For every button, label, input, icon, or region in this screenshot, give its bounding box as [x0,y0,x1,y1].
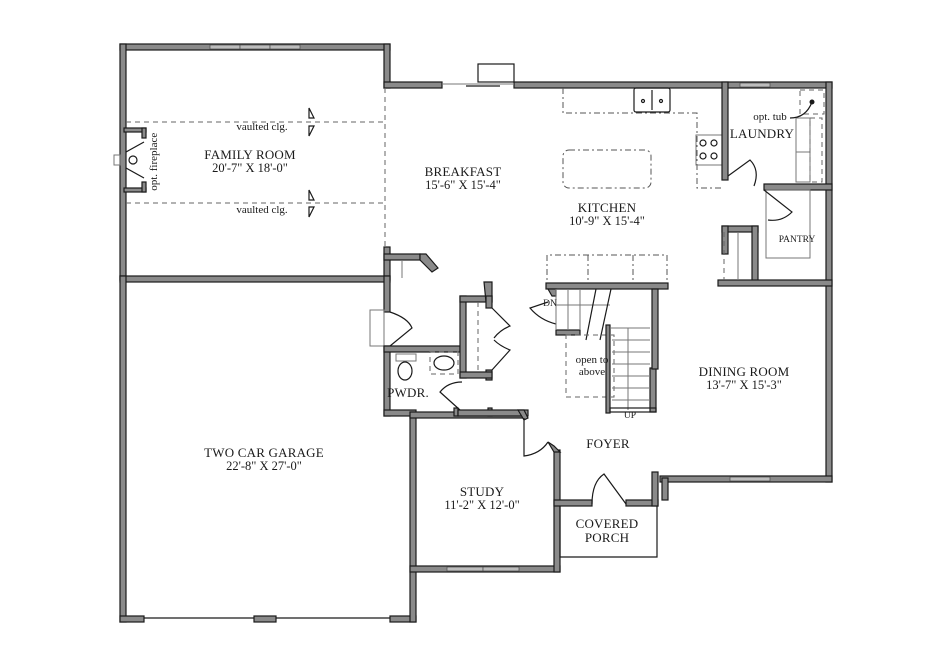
room-dimensions: 13'-7" X 15'-3" [706,377,782,392]
room-label-laundry: LAUNDRY [730,127,794,141]
room-name: LAUNDRY [729,126,795,141]
room-name-line-1: COVERED [575,516,639,531]
room-name: FOYER [586,436,630,451]
room-name: TWO CAR GARAGE [204,445,324,460]
interior-walls-laundry-pantry [717,81,833,287]
room-dimensions: 20'-7" X 18'-0" [212,160,288,175]
room-dimensions: 15'-6" X 15'-4" [425,177,501,192]
room-name: KITCHEN [577,200,637,215]
windows [209,44,771,572]
room-dimensions: 22'-8" X 27'-0" [226,458,302,473]
room-label-breakfast: BREAKFAST 15'-6" X 15'-4" [425,165,502,192]
kitchen-counters [545,87,723,290]
annotation-vaulted-bottom: vaulted clg. [236,204,288,216]
annotation-stair-up: UP [623,411,637,421]
annotation-line-1: open to [575,354,609,366]
room-name: PWDR. [387,385,429,400]
room-name: FAMILY ROOM [204,147,296,162]
vaulted-ceiling-lines [126,88,386,247]
room-label-dining-room: DINING ROOM 13'-7" X 15'-3" [699,365,790,392]
annotation-opt-fireplace: opt. fireplace [148,132,161,191]
room-label-study: STUDY 11'-2" X 12'-0" [444,485,519,512]
room-label-pantry: PANTRY [778,235,816,245]
covered-porch-outline [559,473,658,558]
annotation-stair-down: DN [543,299,557,309]
annotation-opt-tub: opt. tub [753,111,787,123]
room-name: BREAKFAST [424,164,502,179]
room-label-family-room: FAMILY ROOM 20'-7" X 18'-0" [204,148,296,175]
room-dimensions: 10'-9" X 15'-4" [569,213,645,228]
room-label-garage: TWO CAR GARAGE 22'-8" X 27'-0" [204,446,324,473]
interior-walls-center [369,253,562,457]
room-label-powder: PWDR. [387,386,429,400]
room-name-line-2: PORCH [584,529,630,545]
room-name: DINING ROOM [698,364,790,379]
annotation-vaulted-top: vaulted clg. [236,121,288,133]
fireplace [113,127,147,193]
room-label-kitchen: KITCHEN 10'-9" X 15'-4" [569,201,645,228]
annotation-line-2: above [578,365,606,378]
room-label-covered-porch: COVERED PORCH [576,517,639,544]
stairs [528,288,659,414]
room-dimensions: 11'-2" X 12'-0" [444,497,520,512]
room-name: STUDY [459,484,505,499]
room-label-foyer: FOYER [586,437,630,451]
annotation-open-to-above: open to above [575,354,609,378]
